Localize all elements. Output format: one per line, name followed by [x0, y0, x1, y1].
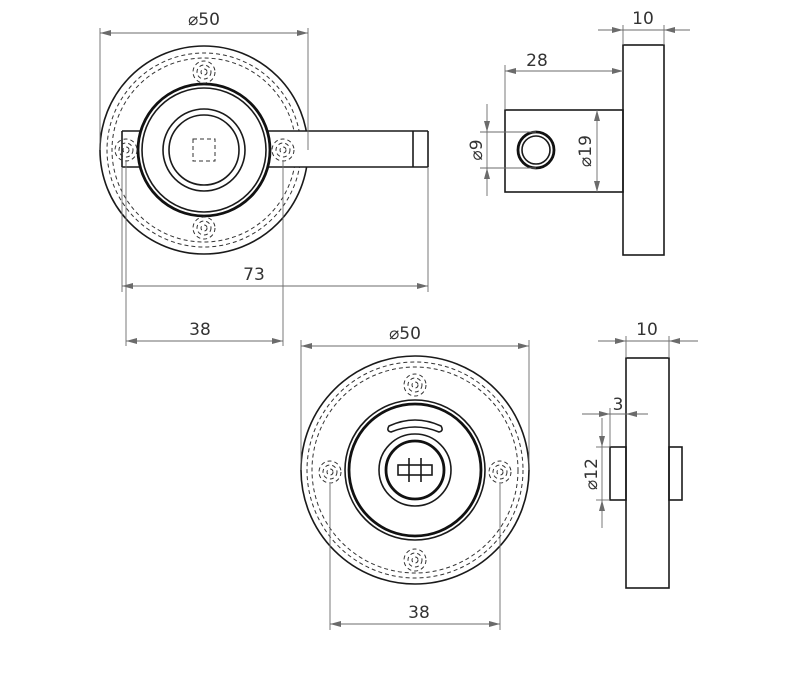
dimension-offset: 3: [582, 395, 648, 447]
offset-label: 3: [613, 395, 624, 415]
hole-label: ⌀9: [467, 139, 487, 160]
dimension-indicator-diameter: ⌀50: [300, 324, 530, 470]
screw-hole-bottom: [192, 216, 216, 240]
dimension-spindle-length: 28: [504, 51, 623, 110]
dimension-hole-diameter: ⌀9: [467, 104, 536, 196]
spacing-label: 38: [189, 320, 211, 340]
dimension-diameter-top: ⌀50: [99, 10, 309, 150]
indicator-boss-label: ⌀12: [582, 458, 602, 490]
dimension-hole-spacing: 38: [125, 160, 284, 346]
indicator-diameter-label: ⌀50: [389, 324, 421, 344]
dimension-lever-length: 73: [121, 167, 429, 292]
diameter-label: ⌀50: [188, 10, 220, 30]
dimension-rose-thickness: 10: [598, 9, 690, 45]
indicator-hole-right: [488, 460, 512, 484]
lever-front-view: ⌀50 73 38: [99, 10, 429, 346]
length-label: 73: [243, 265, 265, 285]
indicator-side-view: 10 3 ⌀12: [582, 320, 698, 589]
screw-hole-top: [192, 60, 216, 84]
dimension-indicator-thickness: 10: [598, 320, 698, 358]
lever-side-view: 10 28 ⌀9 ⌀19: [467, 9, 690, 256]
boss-label: ⌀19: [576, 135, 596, 167]
spindle-length-label: 28: [526, 51, 548, 71]
indicator-hole-top: [403, 373, 427, 397]
thickness-label: 10: [632, 9, 654, 29]
dimension-indicator-spacing: 38: [329, 484, 501, 630]
dimension-boss-diameter: ⌀19: [576, 110, 600, 192]
indicator-spacing-label: 38: [408, 603, 430, 623]
dimension-indicator-boss: ⌀12: [582, 418, 610, 528]
indicator-front-view: ⌀50 38: [300, 324, 530, 630]
indicator-hole-left: [318, 460, 342, 484]
indicator-thickness-label: 10: [636, 320, 658, 340]
indicator-hole-bottom: [403, 548, 427, 572]
